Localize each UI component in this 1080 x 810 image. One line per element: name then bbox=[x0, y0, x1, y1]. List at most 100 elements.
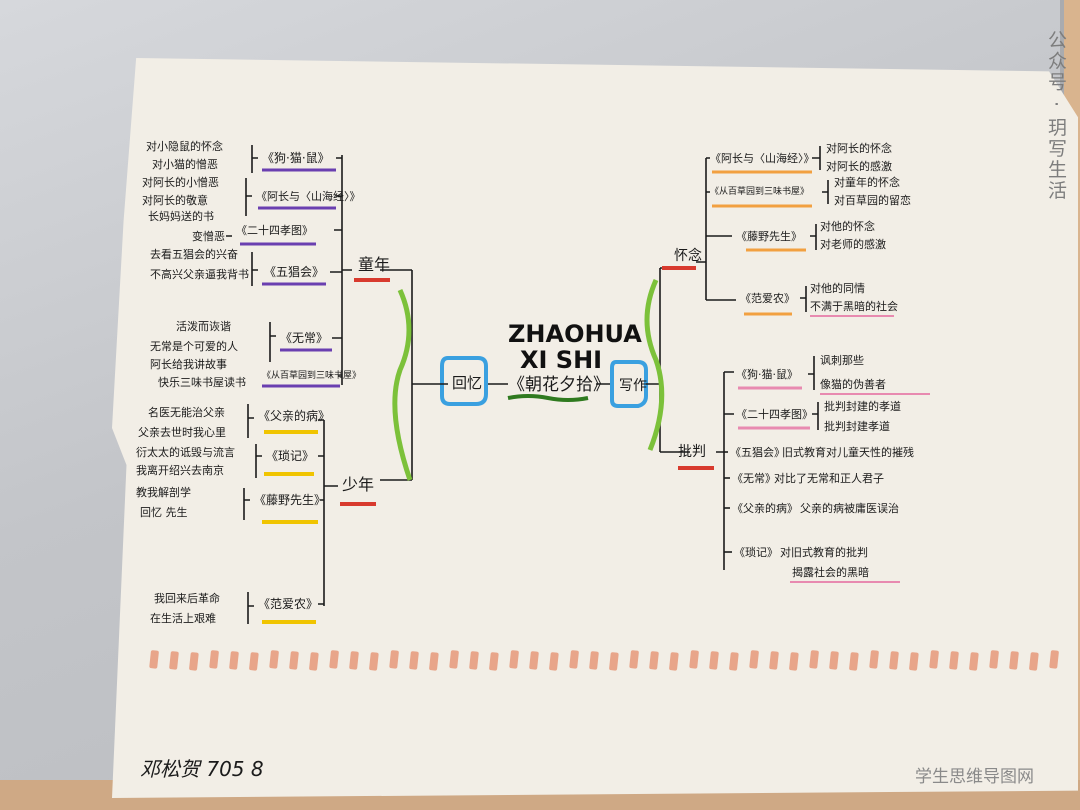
decorative-dash bbox=[369, 652, 379, 671]
topic-title: 《五猖会》 bbox=[730, 446, 785, 459]
decorative-dash bbox=[169, 651, 179, 670]
node-writing-label: 写作 bbox=[619, 378, 647, 394]
topic-criticism-3: 旧式教育对儿童天性的摧残 《五猖会》 bbox=[724, 445, 914, 459]
detail: 不满于黑暗的社会 bbox=[810, 299, 898, 313]
topic-link bbox=[706, 180, 829, 204]
detail: 对小猫的憎恶 bbox=[152, 157, 218, 171]
decorative-dash bbox=[889, 651, 899, 670]
watermark-bottom: 学生思维导图网 bbox=[915, 767, 1034, 787]
topic-title: 《藤野先生》 bbox=[254, 493, 326, 507]
topic-title: 《无常》 bbox=[280, 331, 328, 345]
watermark-side: 公众号 · 玥写生活 bbox=[1045, 30, 1067, 202]
book-title: 《朝花夕拾》 bbox=[508, 375, 610, 395]
topic-title: 《范爱农》 bbox=[258, 597, 318, 611]
decorative-dash bbox=[409, 651, 419, 670]
node-memory-label: 回忆 bbox=[452, 374, 482, 392]
detail: 在生活上艰难 bbox=[150, 611, 216, 625]
decorative-dash bbox=[689, 650, 699, 669]
topic-title: 《范爱农》 bbox=[740, 291, 795, 305]
topic-title: 《从百草园到三味书屋》 bbox=[710, 185, 809, 197]
left-spine-green bbox=[392, 288, 413, 481]
decorative-dash bbox=[749, 650, 759, 669]
topic-youth-4: 《范爱农》 我回来后革命 在生活上艰难 bbox=[150, 591, 324, 625]
topic-title: 《二十四孝图》 bbox=[236, 223, 313, 237]
decorative-dash bbox=[389, 650, 399, 669]
detail: 我离开绍兴去南京 bbox=[136, 463, 224, 477]
decorative-dash bbox=[669, 652, 679, 671]
decorative-dash bbox=[209, 650, 219, 669]
topic-youth-3: 《藤野先生》 教我解剖学 回忆 先生 bbox=[136, 485, 326, 524]
branch-criticism-label: 批判 bbox=[678, 444, 706, 460]
decorative-dash bbox=[869, 650, 879, 669]
criticism-trunk bbox=[716, 372, 725, 570]
decorative-dash bbox=[769, 651, 779, 670]
node-writing: 写作 bbox=[610, 360, 648, 408]
topic-link bbox=[706, 286, 807, 312]
topic-title: 《阿长与〈山海经〉》 bbox=[710, 151, 815, 165]
decorative-dash bbox=[189, 652, 199, 671]
decorative-dash bbox=[449, 650, 459, 669]
decorative-dash bbox=[549, 652, 559, 671]
decorative-dash bbox=[609, 652, 619, 671]
decorative-dash bbox=[629, 650, 639, 669]
decorative-dash bbox=[909, 652, 919, 671]
detail: 回忆 先生 bbox=[140, 505, 188, 519]
detail: 对旧式教育的批判 bbox=[780, 545, 868, 559]
detail: 不高兴父亲逼我背书 bbox=[150, 267, 249, 281]
topic-nostalgia-1: 《阿长与〈山海经〉》 对阿长的怀念 对阿长的感激 bbox=[706, 141, 892, 174]
topic-link bbox=[255, 444, 324, 478]
topic-title: 《阿长与〈山海经〉》 bbox=[256, 189, 361, 203]
decorative-dash bbox=[829, 651, 839, 670]
topic-criticism-6: 《琐记》 对旧式教育的批判 揭露社会的黑暗 bbox=[724, 545, 900, 583]
decorative-dash bbox=[309, 652, 319, 671]
decorative-dash bbox=[649, 651, 659, 670]
topic-link bbox=[226, 229, 342, 237]
decorative-dash bbox=[849, 652, 859, 671]
detail: 去看五猖会的兴奋 bbox=[150, 247, 238, 261]
pinyin-line-2: XI SHI bbox=[520, 346, 602, 374]
topic-childhood-4: 《五猖会》 去看五猖会的兴奋 不高兴父亲逼我背书 bbox=[150, 247, 342, 286]
decorative-dash bbox=[149, 650, 159, 669]
right-spine bbox=[646, 267, 690, 453]
decorative-dash bbox=[569, 650, 579, 669]
decorative-dash bbox=[729, 652, 739, 671]
left-spine bbox=[380, 269, 448, 481]
topic-title: 《藤野先生》 bbox=[736, 229, 802, 243]
detail: 阿长给我讲故事 bbox=[150, 357, 227, 371]
node-writing-outline bbox=[610, 360, 648, 408]
node-memory: 回忆 bbox=[440, 356, 488, 406]
book-title-underline bbox=[507, 394, 589, 402]
decorative-dash bbox=[469, 651, 479, 670]
decorative-dash bbox=[809, 650, 819, 669]
detail: 揭露社会的黑暗 bbox=[792, 565, 869, 579]
detail: 批判封建孝道 bbox=[824, 419, 890, 433]
pinyin-line-1: ZHAOHUA bbox=[508, 320, 642, 348]
decorative-dash bbox=[789, 652, 799, 671]
topic-criticism-2: 《二十四孝图》 批判封建的孝道 批判封建孝道 bbox=[724, 399, 901, 433]
topic-title: 《狗·猫·鼠》 bbox=[736, 367, 798, 381]
topic-title: 《父亲的病》 bbox=[258, 408, 330, 423]
decorative-dash bbox=[269, 650, 279, 669]
topic-link bbox=[724, 402, 819, 430]
topic-link bbox=[247, 592, 324, 624]
detail: 名医无能治父亲 bbox=[148, 405, 225, 419]
decorative-dash bbox=[969, 652, 979, 671]
topic-youth-1: 《父亲的病》 名医无能治父亲 父亲去世时我心里 bbox=[138, 404, 330, 439]
decorative-dash bbox=[289, 651, 299, 670]
topic-link bbox=[269, 322, 342, 362]
decorative-dash bbox=[509, 650, 519, 669]
decorative-dash bbox=[349, 651, 359, 670]
detail: 变憎恶 bbox=[192, 229, 225, 243]
right-spine-green bbox=[644, 278, 665, 451]
topic-criticism-1: 《狗·猫·鼠》 讽刺那些 像猫的伪善者 bbox=[724, 353, 930, 395]
nostalgia-trunk bbox=[696, 158, 707, 300]
detail: 快乐三味书屋读书 bbox=[158, 375, 246, 389]
detail: 对老师的感激 bbox=[820, 237, 886, 251]
topic-title: 《父亲的病》 bbox=[732, 501, 798, 515]
node-memory-outline bbox=[440, 356, 488, 406]
topic-childhood-6: 《从百草园到三味书屋》 快乐三味书屋读书 bbox=[158, 369, 361, 389]
topic-title: 《从百草园到三味书屋》 bbox=[262, 369, 361, 381]
center-title: ZHAOHUA XI SHI 《朝花夕拾》 bbox=[507, 320, 642, 402]
topic-childhood-3: 《二十四孝图》 变憎恶 bbox=[192, 223, 342, 246]
